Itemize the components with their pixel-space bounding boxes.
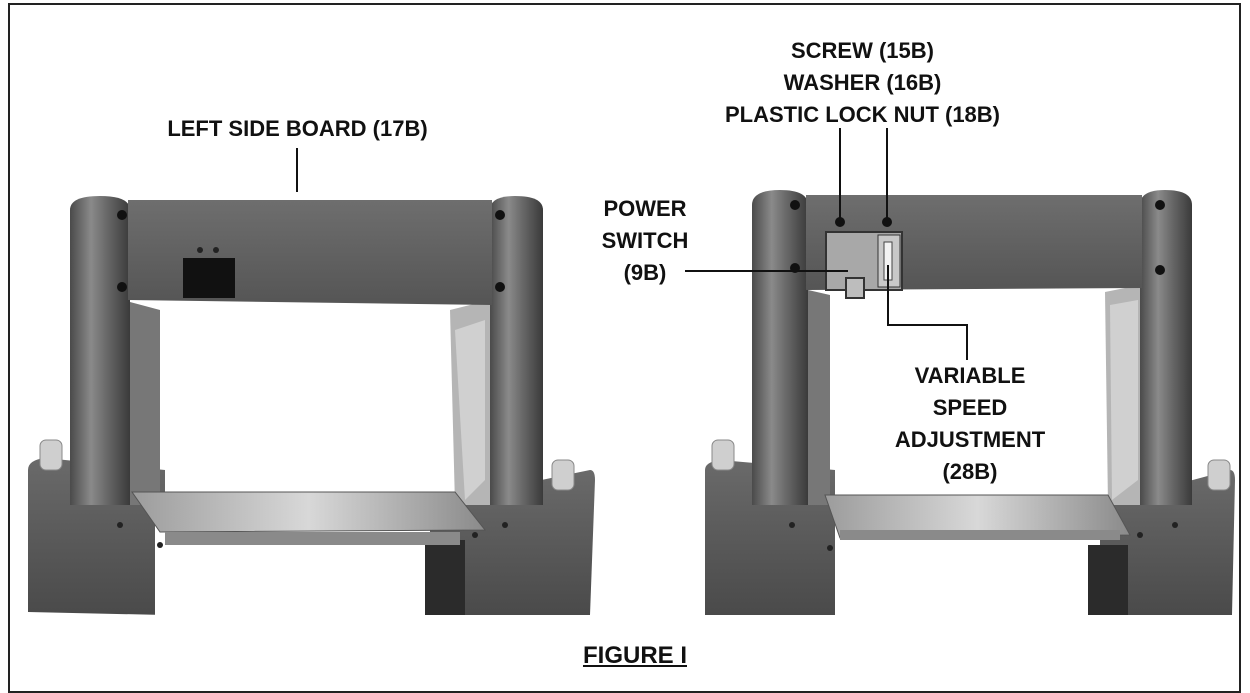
left-switch-box [183,258,235,298]
left-column-right [490,196,543,505]
left-bottom-plate [131,491,487,533]
screw-label: SCREW (15B) [790,38,934,63]
washer-label: WASHER (16B) [783,70,942,95]
right-bottom-plate [824,494,1131,539]
power-switch-button [845,277,865,299]
variable-speed-label-3: ADJUSTMENT [894,427,1046,452]
variable-speed-label-1: VARIABLE [914,363,1026,388]
lock-nut-point [882,217,892,227]
leader-lines [296,128,968,360]
lock-nut-label: PLASTIC LOCK NUT (18B) [725,102,1000,127]
variable-speed-label-2: SPEED [932,395,1008,420]
right-base-right [1100,470,1235,615]
left-side-board-beam [128,200,492,305]
left-machine-photo [28,196,595,615]
left-column-left [70,196,130,505]
right-column-left [752,190,808,505]
variable-speed-label-4: (28B) [942,459,998,484]
screw-point [835,217,845,227]
leader-variable-speed [887,265,968,360]
left-side-board-label: LEFT SIDE BOARD (17B) [167,116,428,141]
figure-caption: FIGURE I [582,642,687,669]
right-column-right [1140,190,1192,505]
power-switch-label-2: SWITCH [601,228,689,253]
power-switch-label-3: (9B) [623,260,667,285]
power-switch-label-1: POWER [603,196,687,221]
right-machine-photo [705,190,1235,615]
